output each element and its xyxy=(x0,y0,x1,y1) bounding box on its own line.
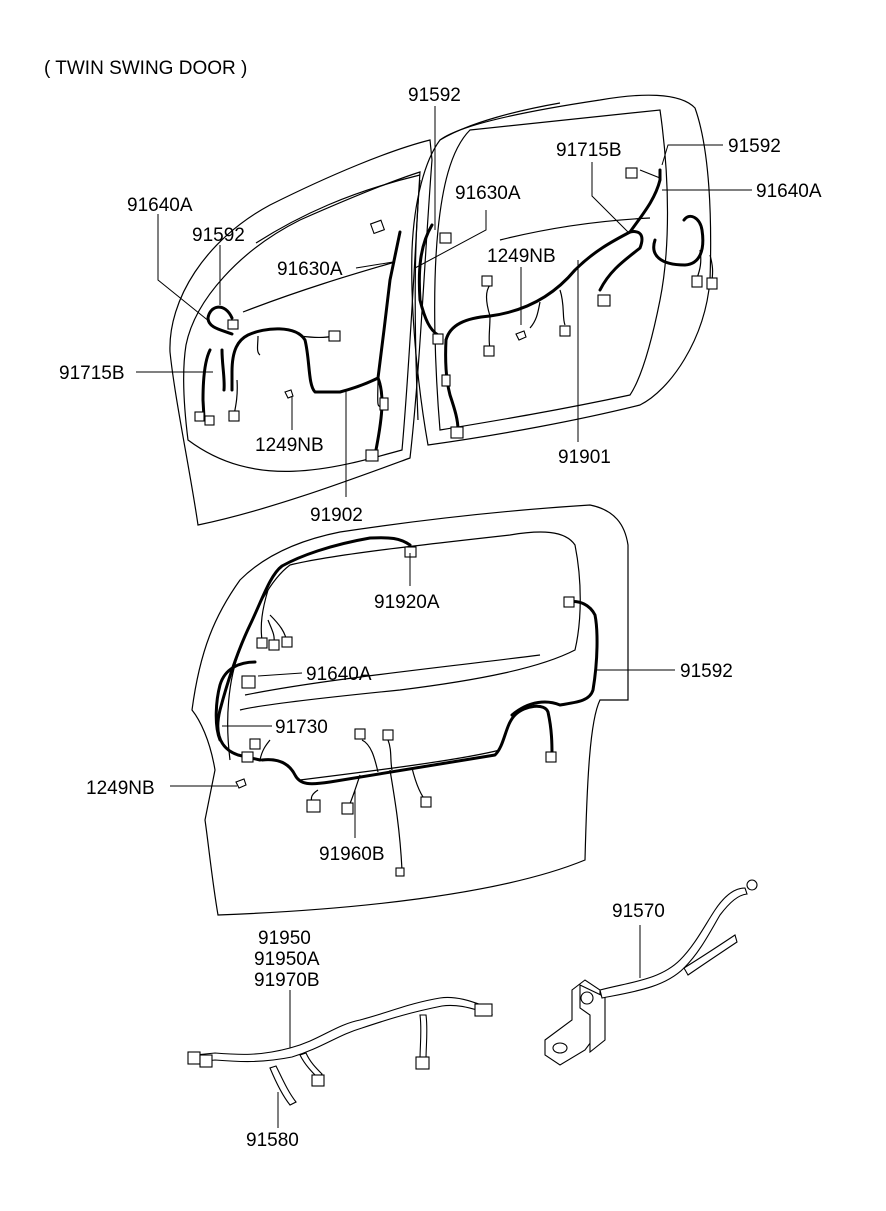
diagram-title: ( TWIN SWING DOOR ) xyxy=(44,58,247,79)
label-91592-right: 91592 xyxy=(728,136,781,157)
left-door-harness-91902 xyxy=(194,219,402,462)
label-1249nb-right: 1249NB xyxy=(487,246,556,267)
tailgate-harness xyxy=(214,536,599,877)
left-swing-door xyxy=(169,139,433,526)
part-labels: 91592 91715B 91592 91640A 91630A 1249NB … xyxy=(59,85,822,1151)
label-91730: 91730 xyxy=(275,717,328,738)
label-91970b: 91970B xyxy=(254,970,320,991)
label-1249nb-tailgate: 1249NB xyxy=(86,778,155,799)
label-91570: 91570 xyxy=(612,901,665,922)
right-door-harness-91901 xyxy=(417,167,718,439)
leader-lines xyxy=(136,106,752,1128)
label-91592-left: 91592 xyxy=(192,225,245,246)
label-91580: 91580 xyxy=(246,1130,299,1151)
label-91950: 91950 xyxy=(258,928,311,949)
label-91960b: 91960B xyxy=(319,844,385,865)
label-91901: 91901 xyxy=(558,447,611,468)
label-91920a: 91920A xyxy=(374,592,440,613)
label-91592-top: 91592 xyxy=(408,85,461,106)
label-91640a-right: 91640A xyxy=(756,181,822,202)
label-91715b-left: 91715B xyxy=(59,363,125,384)
label-91592-tailgate: 91592 xyxy=(680,661,733,682)
label-1249nb-left: 1249NB xyxy=(255,435,324,456)
floor-harness xyxy=(187,996,493,1106)
label-91640a-left: 91640A xyxy=(127,195,193,216)
label-91630a-right: 91630A xyxy=(455,183,521,204)
label-91640a-tailgate: 91640A xyxy=(306,664,372,685)
label-91950a: 91950A xyxy=(254,949,320,970)
label-91630a-left: 91630A xyxy=(277,259,343,280)
label-91715b-right: 91715B xyxy=(556,140,622,161)
ground-strap-91570 xyxy=(544,879,758,1066)
label-91902: 91902 xyxy=(310,505,363,526)
